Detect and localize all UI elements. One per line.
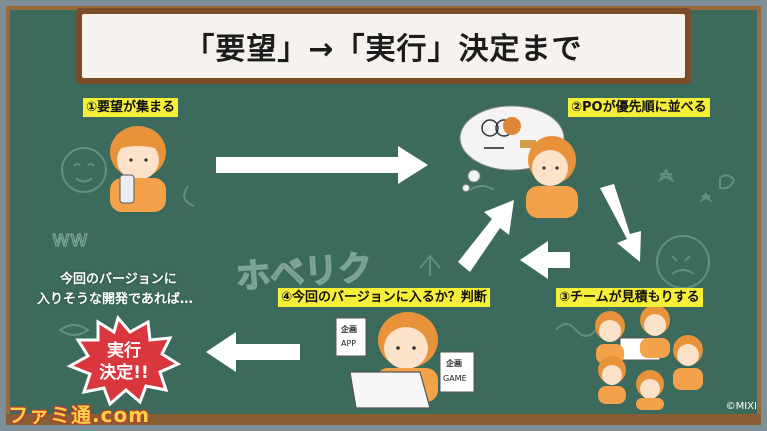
title-sign: 「要望」→「実行」決定まで: [76, 8, 691, 84]
arrow-step4-to-decision: [206, 332, 300, 372]
note-line-2: 入りそうな開発であれば…: [37, 292, 193, 307]
arrow-step4-to-step2: [458, 200, 514, 272]
step-1-label: ①要望が集まる: [83, 98, 179, 117]
doc-app-label: 企画: [340, 324, 357, 334]
character-requester: [110, 126, 166, 212]
arrow-step2-to-step3: [600, 184, 641, 262]
doc-game-label: 企画: [445, 358, 462, 368]
character-decider: 企画 APP 企画 GAME: [335, 312, 475, 409]
doc-game-value: GAME: [443, 374, 467, 383]
site-logo: ファミ通.com: [8, 403, 151, 427]
doc-app: 企画 APP: [335, 317, 367, 357]
character-po: [459, 105, 578, 218]
chalk-tray: [6, 414, 761, 425]
doc-app-value: APP: [341, 339, 356, 348]
burst-line-2: 決定!!: [99, 362, 149, 383]
team-characters: [595, 305, 703, 410]
flow-arrows: [206, 146, 641, 372]
copyright: ©MIXI: [725, 401, 757, 412]
arrow-step1-to-step2: [216, 146, 428, 184]
step-4-label: ④今回のバージョンに入るか？判断: [278, 288, 490, 307]
page-title: 「要望」→「実行」決定まで: [82, 14, 685, 78]
chalk-ww: ww: [52, 227, 88, 252]
step-3-label: ③チームが見積もりする: [556, 288, 703, 307]
note-line-1: 今回のバージョンに: [60, 272, 177, 287]
step-2-label: ②POが優先順に並べる: [568, 98, 710, 117]
burst-line-1: 実行: [107, 340, 141, 361]
arrow-step3-to-step4: [520, 241, 570, 279]
doc-game: 企画 GAME: [439, 351, 475, 393]
decision-burst: 実行 決定!!: [66, 314, 182, 407]
